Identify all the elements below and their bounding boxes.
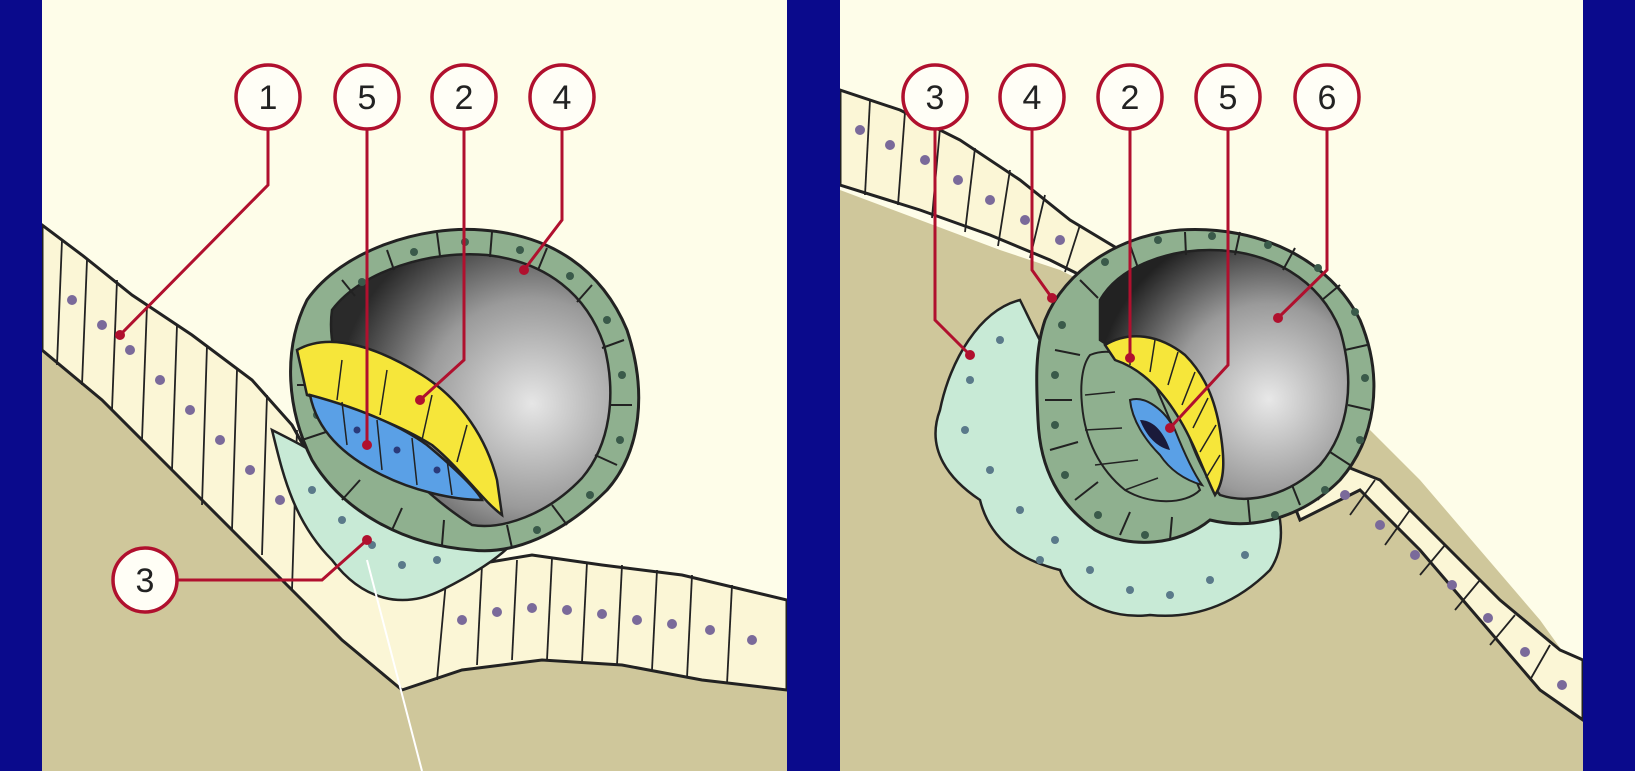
- label-1: 1: [236, 65, 300, 129]
- svg-text:4: 4: [553, 79, 572, 117]
- svg-text:4: 4: [1023, 79, 1042, 117]
- label-4: 4: [1000, 65, 1064, 129]
- label-2: 2: [1098, 65, 1162, 129]
- left-panel: 1 5 2 4 3: [42, 0, 787, 771]
- label-4: 4: [530, 65, 594, 129]
- svg-text:6: 6: [1318, 79, 1337, 117]
- label-6: 6: [1295, 65, 1359, 129]
- label-3: 3: [113, 548, 177, 612]
- right-panel: 3 4 2 5 6: [840, 0, 1583, 771]
- label-5: 5: [1196, 65, 1260, 129]
- svg-text:3: 3: [926, 79, 945, 117]
- svg-text:3: 3: [136, 562, 155, 600]
- label-5: 5: [335, 65, 399, 129]
- right-diagram: 3 4 2 5 6: [840, 0, 1583, 771]
- svg-text:5: 5: [1219, 79, 1238, 117]
- label-3: 3: [903, 65, 967, 129]
- svg-text:1: 1: [259, 79, 278, 117]
- svg-text:5: 5: [358, 79, 377, 117]
- left-diagram: 1 5 2 4 3: [42, 0, 787, 771]
- svg-text:2: 2: [1121, 79, 1140, 117]
- label-2: 2: [432, 65, 496, 129]
- svg-text:2: 2: [455, 79, 474, 117]
